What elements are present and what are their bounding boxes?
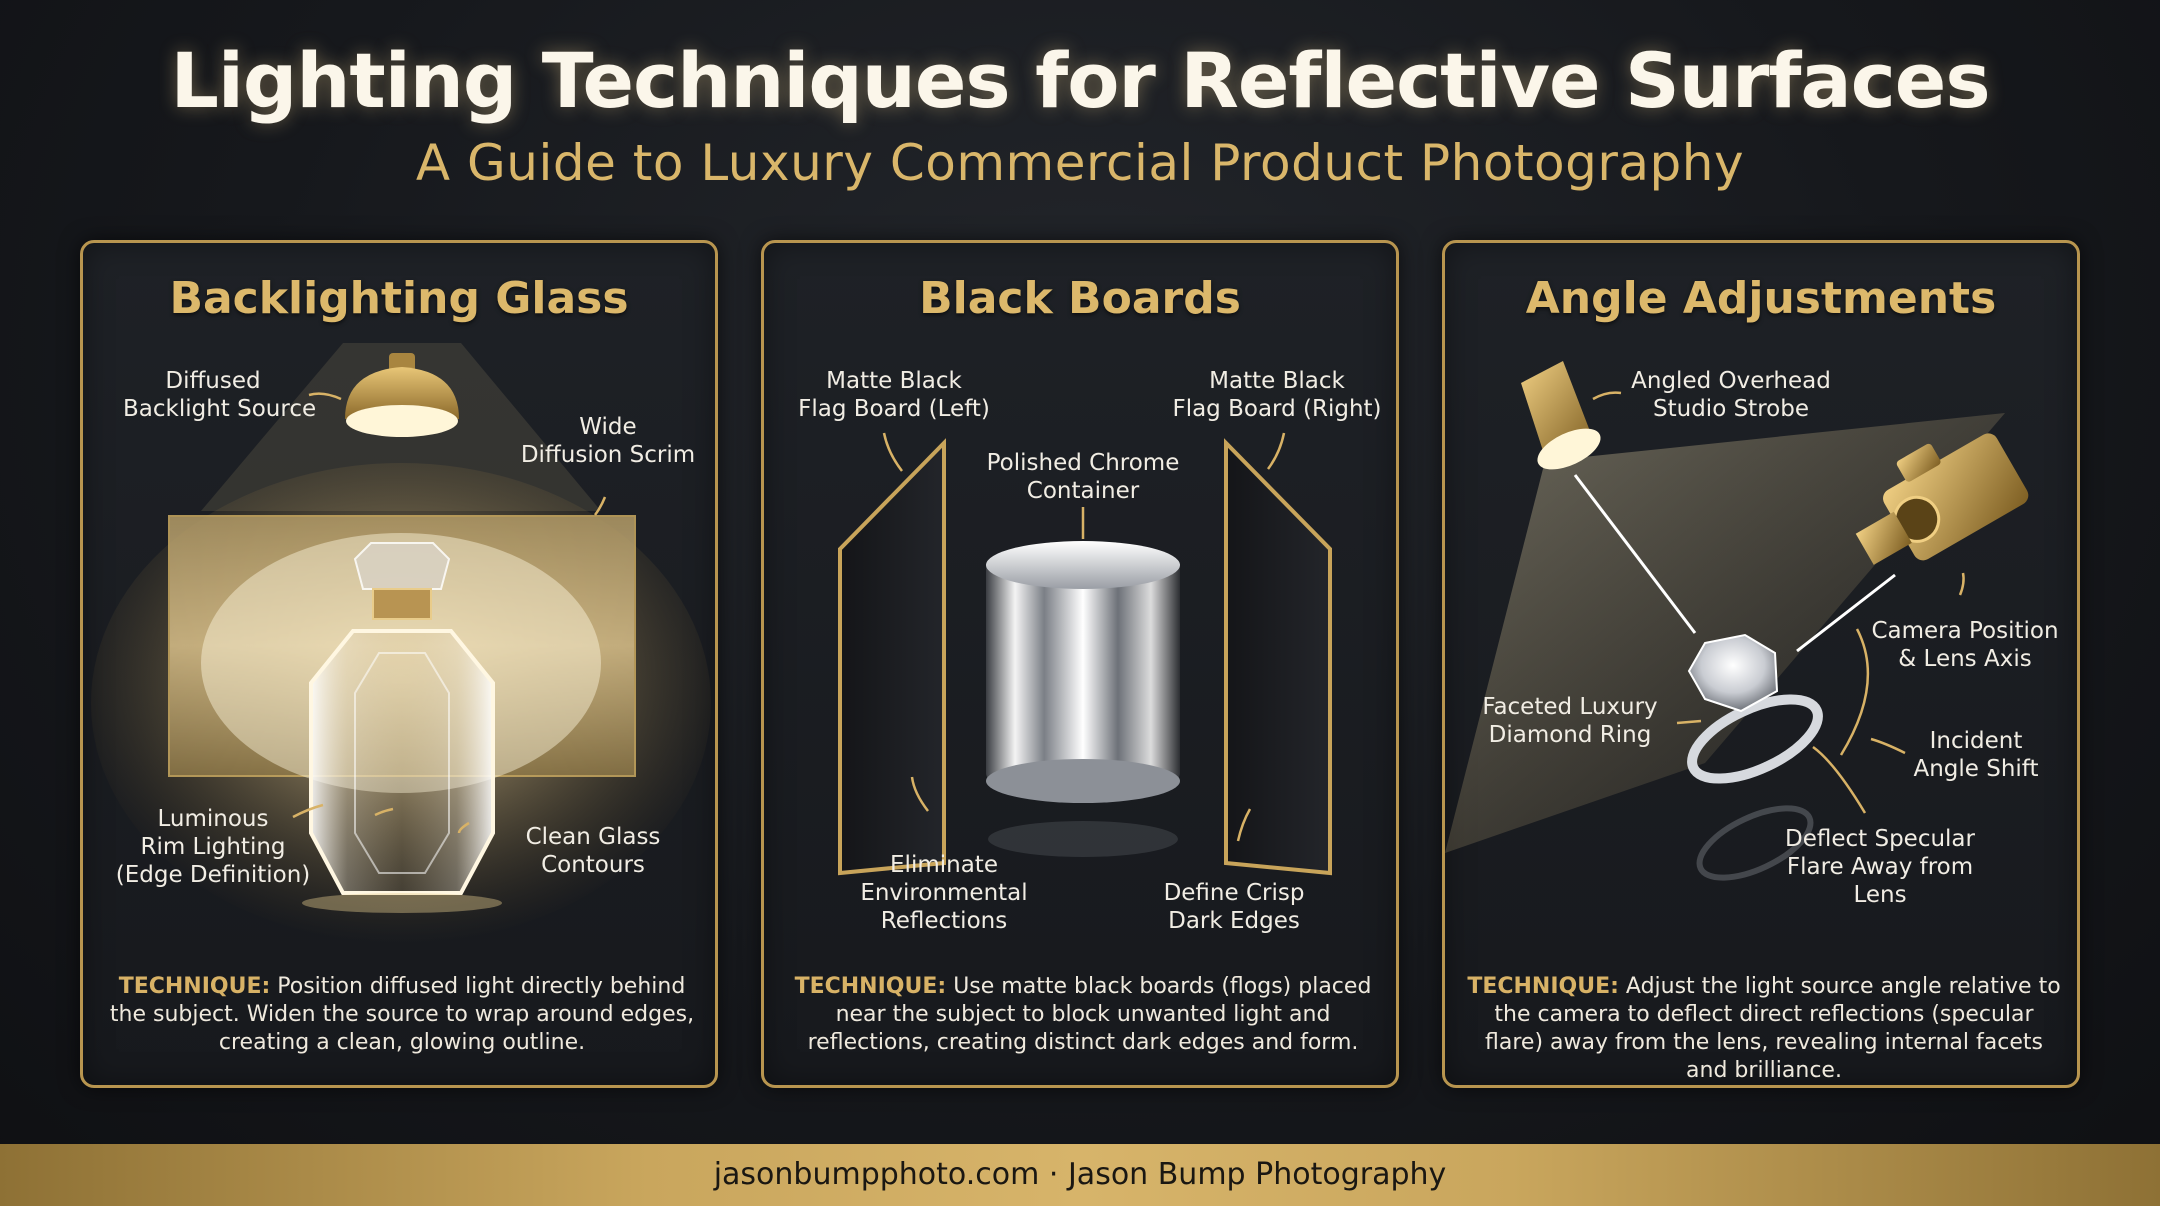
- technique-description: TECHNIQUE: Position diffused light direc…: [109, 974, 695, 1055]
- perfume-bottle-icon: [302, 542, 502, 913]
- backlighting-illustration: [91, 343, 711, 943]
- light-path-arrows: [1573, 474, 1896, 653]
- black-boards-illustration: [838, 432, 1332, 876]
- chrome-container-icon: [986, 541, 1180, 857]
- page-title: Lighting Techniques for Reflective Surfa…: [170, 36, 1990, 125]
- annotation-arrows: [292, 392, 607, 834]
- panel-title: Backlighting Glass: [169, 273, 629, 324]
- label-camera-position: Camera Position& Lens Axis: [1871, 618, 2059, 672]
- left-flag-board: [838, 438, 946, 876]
- backlight-lamp-icon: [345, 353, 459, 437]
- technique-description: TECHNIQUE: Use matte black boards (flogs…: [794, 974, 1372, 1055]
- page-subtitle: A Guide to Luxury Commercial Product Pho…: [415, 134, 1745, 192]
- panel-title: Angle Adjustments: [1525, 273, 1997, 324]
- right-flag-board: [1224, 438, 1332, 876]
- angle-adjustments-illustration: [1445, 361, 2029, 881]
- annotation-arrows: [1592, 391, 1965, 814]
- technique-description: TECHNIQUE: Adjust the light source angle…: [1467, 974, 2061, 1083]
- footer-text[interactable]: jasonbumpphoto.com · Jason Bump Photogra…: [713, 1157, 1447, 1192]
- footer-bar: jasonbumpphoto.com · Jason Bump Photogra…: [0, 1144, 2160, 1206]
- panel-title: Black Boards: [919, 273, 1241, 324]
- diamond-ring-icon: [1687, 633, 1823, 881]
- camera-icon: [1855, 433, 2029, 565]
- studio-strobe-icon: [1521, 361, 1601, 470]
- annotation-arrows: [882, 432, 1286, 842]
